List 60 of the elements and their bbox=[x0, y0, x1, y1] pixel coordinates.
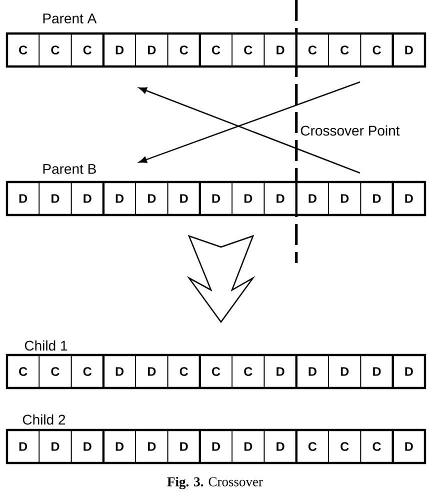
gene-cell: D bbox=[135, 182, 168, 216]
gene-cell: C bbox=[6, 33, 40, 67]
gene-cell: D bbox=[38, 430, 72, 464]
gene-cell: C bbox=[360, 33, 394, 67]
gene-cell: D bbox=[392, 182, 426, 216]
gene-cell: C bbox=[360, 430, 394, 464]
gene-cell: D bbox=[6, 430, 40, 464]
gene-cell: C bbox=[232, 33, 265, 67]
gene-cell: C bbox=[167, 33, 200, 67]
gene-cell: C bbox=[167, 354, 200, 388]
gene-cell: D bbox=[328, 182, 362, 216]
gene-cell: C bbox=[232, 354, 265, 388]
gene-cell: D bbox=[264, 354, 297, 388]
gene-cell: C bbox=[328, 33, 362, 67]
gene-cell: C bbox=[296, 33, 329, 67]
arrow bbox=[138, 87, 360, 174]
gene-cell: D bbox=[264, 430, 297, 464]
gene-cell: D bbox=[328, 354, 362, 388]
bar-label: Parent A bbox=[43, 14, 97, 24]
gene-cell: D bbox=[135, 354, 168, 388]
gene-cell: D bbox=[38, 182, 72, 216]
gene-cell: C bbox=[296, 430, 329, 464]
gene-cell: C bbox=[38, 354, 72, 388]
block-arrow bbox=[186, 234, 256, 324]
gene-cell: D bbox=[360, 182, 394, 216]
gene-cell: D bbox=[103, 354, 136, 388]
gene-cell: D bbox=[6, 182, 40, 216]
gene-cell: D bbox=[264, 182, 297, 216]
line-label: Crossover Point bbox=[300, 125, 400, 136]
gene-cell: D bbox=[103, 182, 136, 216]
gene-cell: D bbox=[70, 430, 104, 464]
gene-cell: D bbox=[392, 33, 426, 67]
gene-cell: D bbox=[360, 354, 394, 388]
gene-cell: D bbox=[392, 430, 426, 464]
gene-cell: D bbox=[70, 182, 104, 216]
gene-cell: C bbox=[200, 33, 232, 67]
bar-label: Child 2 bbox=[22, 414, 66, 425]
gene-cell: D bbox=[264, 33, 297, 67]
gene-cell: C bbox=[70, 33, 104, 67]
gene-cell: D bbox=[167, 430, 200, 464]
bar-label: Child 1 bbox=[24, 340, 68, 351]
gene-cell: D bbox=[135, 33, 168, 67]
gene-cell: D bbox=[167, 182, 200, 216]
gene-cell: D bbox=[296, 354, 329, 388]
gene-cell: C bbox=[200, 354, 232, 388]
gene-cell: D bbox=[296, 182, 329, 216]
gene-cell: C bbox=[38, 33, 72, 67]
bar-label: Parent B bbox=[43, 164, 96, 174]
gene-cell: C bbox=[328, 430, 362, 464]
gene-cell: C bbox=[70, 354, 104, 388]
gene-cell: D bbox=[392, 354, 426, 388]
gene-cell: D bbox=[103, 430, 136, 464]
gene-cell: D bbox=[232, 430, 265, 464]
gene-cell: C bbox=[6, 354, 40, 388]
gene-cell: D bbox=[200, 430, 232, 464]
gene-cell: D bbox=[103, 33, 136, 67]
gene-cell: D bbox=[200, 182, 232, 216]
gene-cell: D bbox=[135, 430, 168, 464]
gene-cell: D bbox=[232, 182, 265, 216]
caption: Fig. 3. Crossover bbox=[167, 476, 263, 490]
